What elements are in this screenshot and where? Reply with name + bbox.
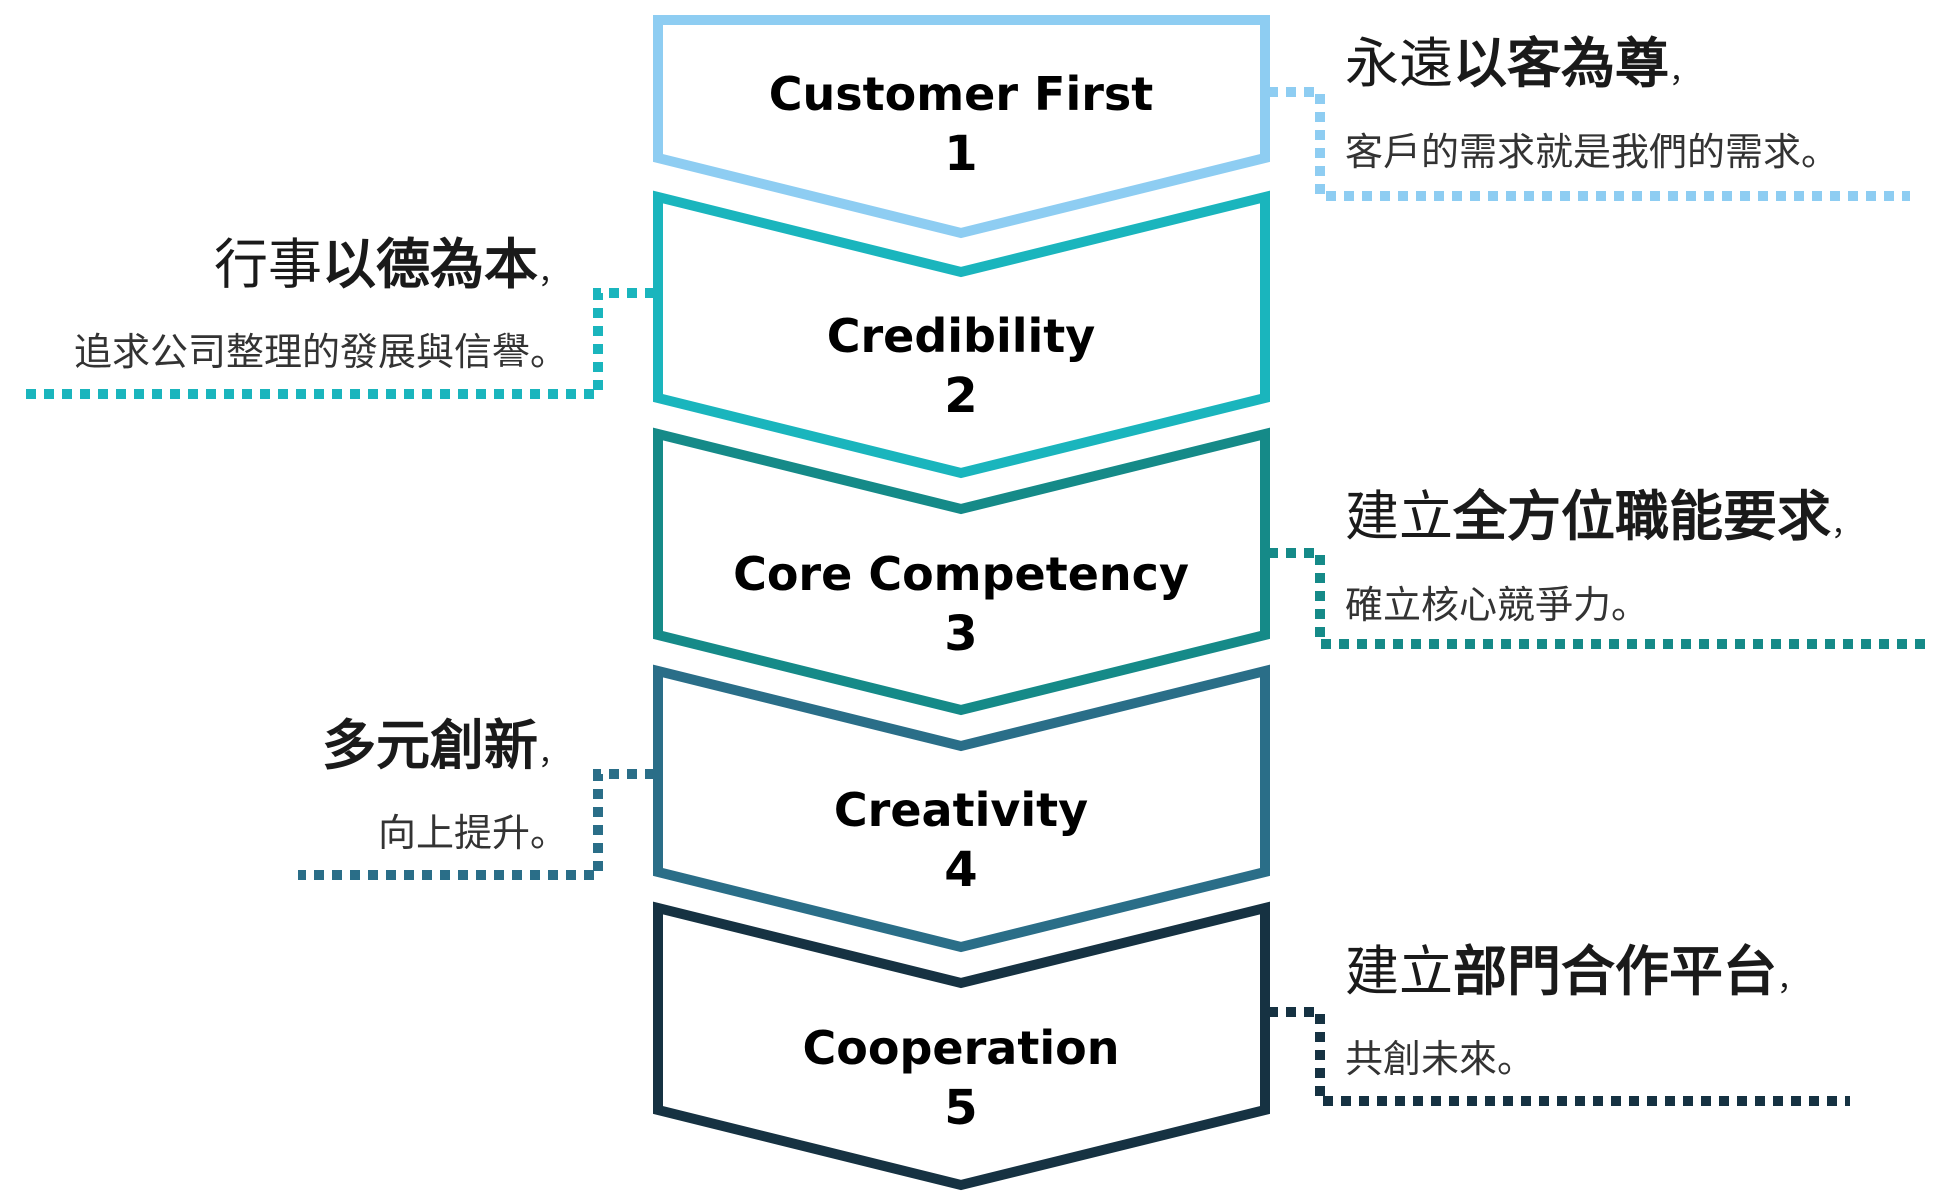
annotation-4-title-bold: 多元創新 <box>322 714 538 777</box>
step-5-number: 5 <box>944 1080 977 1136</box>
step-3: Core Competency 3 <box>653 427 1270 716</box>
step-1-chevron <box>653 15 1270 239</box>
step-2-number: 2 <box>944 368 977 424</box>
annotation-3-comma: ， <box>1831 508 1861 543</box>
annotation-5: 建立部門合作平台， 共創未來。 <box>1268 940 1850 1106</box>
step-5: Cooperation 5 <box>653 901 1270 1191</box>
annotation-3-subtitle: 確立核心競爭力。 <box>1345 583 1649 627</box>
annotation-2-title-light: 行事 <box>214 233 322 296</box>
step-4-number: 4 <box>944 842 977 898</box>
annotation-4-subtitle: 向上提升。 <box>378 811 568 855</box>
annotation-2-comma: ， <box>538 256 568 291</box>
annotation-3-title: 建立全方位職能要求， <box>1345 485 1861 548</box>
annotation-5-connector <box>1268 1007 1850 1106</box>
step-1: Customer First 1 <box>653 15 1270 239</box>
annotation-4: 多元創新， 向上提升。 <box>298 714 655 880</box>
annotation-2-title-bold: 以德為本 <box>322 233 538 296</box>
annotation-1-connector <box>1268 87 1910 201</box>
annotation-1-comma: ， <box>1669 55 1699 90</box>
annotation-1-title: 永遠以客為尊， <box>1345 32 1699 95</box>
step-1-number: 1 <box>944 126 977 182</box>
annotation-4-comma: ， <box>538 737 568 772</box>
step-3-chevron <box>653 427 1270 716</box>
step-2-chevron <box>653 190 1270 479</box>
step-3-number: 3 <box>944 606 977 662</box>
annotation-3-title-bold: 全方位職能要求 <box>1452 485 1831 548</box>
annotation-5-title-bold: 部門合作平台 <box>1453 940 1777 1003</box>
step-4: Creativity 4 <box>653 664 1270 953</box>
annotation-1-title-bold: 以客為尊 <box>1453 32 1669 95</box>
step-5-chevron <box>653 901 1270 1191</box>
annotation-3: 建立全方位職能要求， 確立核心競爭力。 <box>1268 485 1925 649</box>
step-4-label: Creativity <box>834 783 1088 837</box>
annotation-2-title: 行事以德為本， <box>214 233 568 296</box>
step-5-label: Cooperation <box>803 1021 1120 1075</box>
annotation-3-connector <box>1268 548 1925 649</box>
annotation-5-subtitle: 共創未來。 <box>1345 1037 1535 1081</box>
annotation-4-connector <box>298 769 655 880</box>
annotation-2: 行事以德為本， 追求公司整理的發展與信譽。 <box>20 233 655 399</box>
annotation-1-subtitle: 客戶的需求就是我們的需求。 <box>1345 130 1839 174</box>
annotation-3-title-light: 建立 <box>1345 485 1453 548</box>
step-2-label: Credibility <box>827 309 1096 363</box>
annotation-5-comma: ， <box>1777 963 1807 998</box>
annotation-4-title: 多元創新， <box>322 714 568 777</box>
annotation-2-subtitle: 追求公司整理的發展與信譽。 <box>74 330 568 374</box>
annotation-5-title: 建立部門合作平台， <box>1345 940 1807 1003</box>
step-4-chevron <box>653 664 1270 953</box>
annotation-1: 永遠以客為尊， 客戶的需求就是我們的需求。 <box>1268 32 1910 201</box>
step-1-label: Customer First <box>769 67 1154 121</box>
annotation-5-title-light: 建立 <box>1345 940 1453 1003</box>
annotation-1-title-light: 永遠 <box>1345 32 1453 95</box>
step-3-label: Core Competency <box>733 547 1189 601</box>
step-2: Credibility 2 <box>653 190 1270 479</box>
